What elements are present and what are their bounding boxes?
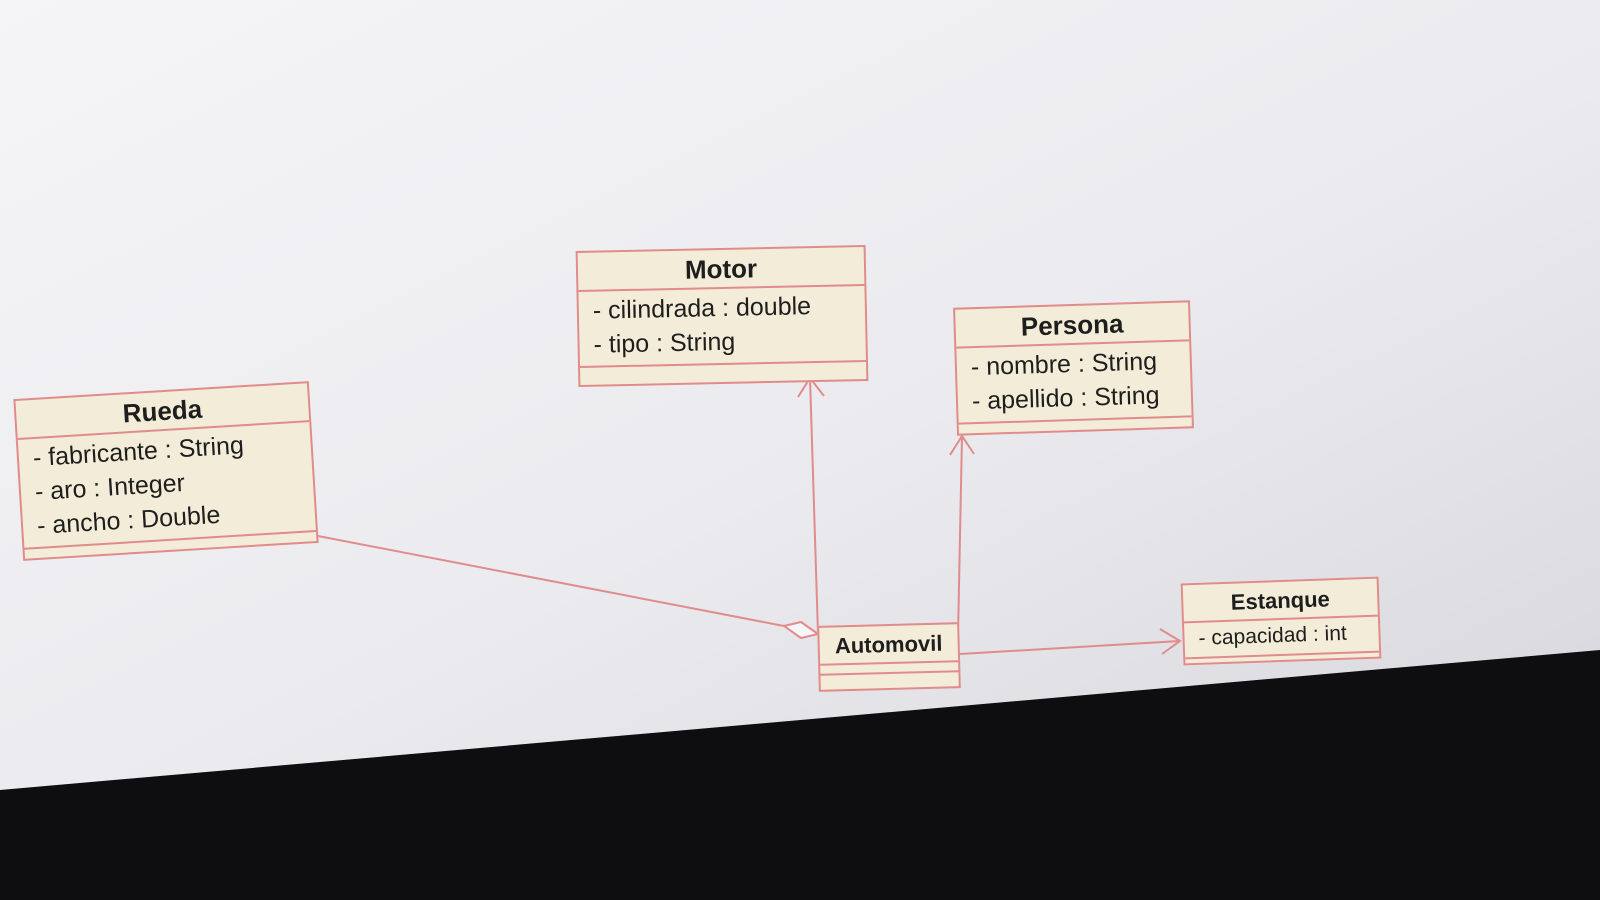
class-estanque[interactable]: Estanque - capacidad : int (1180, 576, 1382, 666)
attribute: - apellido : String (971, 381, 1160, 416)
class-motor[interactable]: Motor - cilindrada : double - tipo : Str… (575, 244, 869, 388)
association-automovil-motor (809, 377, 819, 635)
attribute: - cilindrada : double (592, 292, 812, 325)
class-rueda[interactable]: Rueda - fabricante : String - aro : Inte… (13, 381, 319, 561)
attributes-compartment: - fabricante : String - aro : Integer - … (17, 422, 317, 550)
association-automovil-estanque (959, 640, 1181, 655)
attribute: - tipo : String (593, 327, 736, 359)
arrowhead-persona (949, 434, 975, 456)
aggregation-automovil-rueda (317, 535, 785, 627)
class-name: Motor (577, 247, 865, 293)
class-automovil[interactable]: Automovil (817, 622, 961, 692)
connectors (317, 376, 1182, 655)
arrowhead-estanque (1159, 628, 1182, 655)
class-persona[interactable]: Persona - nombre : String - apellido : S… (953, 300, 1194, 436)
association-automovil-persona (957, 435, 963, 637)
attributes-compartment: - nombre : String - apellido : String (956, 341, 1192, 425)
class-name: Automovil (819, 624, 959, 666)
aggregation-diamond (781, 620, 821, 640)
attribute: - capacidad : int (1198, 621, 1348, 650)
attributes-compartment: - cilindrada : double - tipo : String (578, 286, 866, 368)
